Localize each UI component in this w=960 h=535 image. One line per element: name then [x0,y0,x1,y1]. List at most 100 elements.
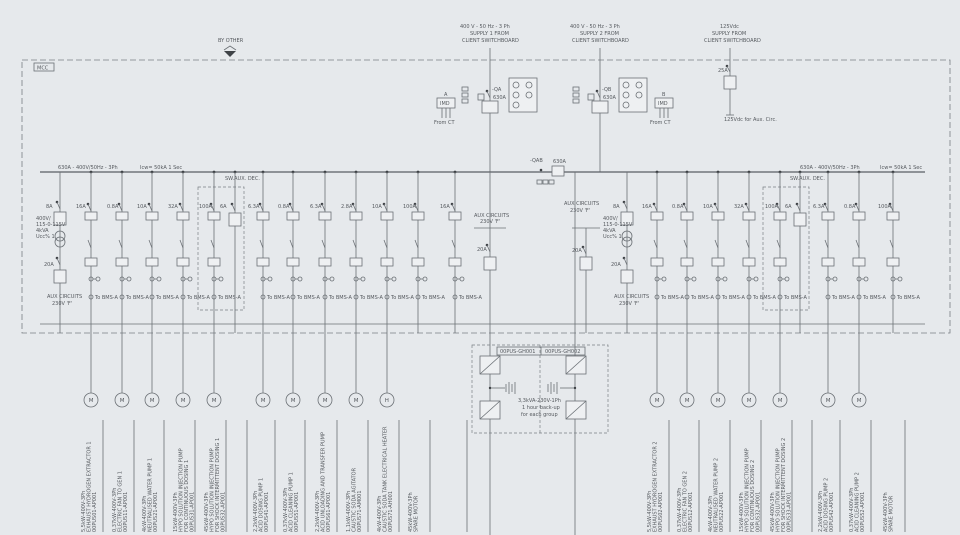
motor-icon [83,392,99,408]
feeder-breaker[interactable] [745,203,750,212]
contactor[interactable] [855,239,860,249]
transformer-secondary-breaker[interactable] [623,257,628,266]
breaker-box[interactable] [115,211,129,221]
feeder-breaker[interactable] [148,203,153,212]
contactor[interactable] [352,239,357,249]
feeder-breaker[interactable] [683,203,688,212]
breaker-box[interactable] [821,211,835,221]
contactor[interactable] [289,239,294,249]
breaker-box[interactable] [886,211,900,221]
overload-relay-box [680,257,694,267]
ups-group-note: for each group [521,412,558,418]
incomer-1-breaker[interactable]: -QA 630A [477,87,507,114]
breaker-box[interactable] [711,211,725,221]
contactor[interactable] [148,239,153,249]
transformer-breaker[interactable] [56,201,61,210]
contactor[interactable] [824,239,829,249]
ammeter-icon [897,276,903,282]
contactor[interactable] [653,239,658,249]
breaker-box[interactable] [742,211,756,221]
breaker-box[interactable] [773,211,787,221]
feeder-breaker[interactable] [259,203,264,212]
contactor[interactable] [889,239,894,249]
breaker-box[interactable] [318,211,332,221]
feeder-breaker[interactable] [383,203,388,212]
breaker-box[interactable] [349,211,363,221]
feeder-breaker[interactable] [796,203,801,212]
contactor[interactable] [414,239,419,249]
motor-icon [317,392,333,408]
contactor[interactable] [259,239,264,249]
feeder-label: ACID CLEANING PUMP 2 [855,472,861,532]
breaker-box[interactable] [84,211,98,221]
breaker-box[interactable] [650,211,664,221]
transformer-spec: 400V/ [36,216,51,222]
breaker-box[interactable] [286,211,300,221]
bms-signal-icon [88,294,94,300]
contactor[interactable] [745,239,750,249]
motor-symbol: M [89,398,94,404]
contactor[interactable] [383,239,388,249]
incomer-2-breaker[interactable]: -QB 630A [587,87,617,114]
bms-tag: To BMS-A [783,295,807,301]
breaker-box[interactable] [852,211,866,221]
bms-signal-icon [825,294,831,300]
feeder-breaker[interactable] [776,203,781,212]
feeder-rating: 0.8A [278,204,290,210]
contactor[interactable] [683,239,688,249]
breaker-box[interactable] [256,211,270,221]
contactor[interactable] [714,239,719,249]
feeder-breaker[interactable] [321,203,326,212]
transformer-breaker-rating[interactable]: 8A [613,204,620,210]
feeder-breaker[interactable] [824,203,829,212]
dc-supply-breaker[interactable]: 25A 125Vdc for Aux. Circ. [718,64,777,123]
transformer-breaker[interactable] [623,201,628,210]
contactor[interactable] [776,239,781,249]
contactor[interactable] [451,239,456,249]
breaker-box[interactable] [380,211,394,221]
transformer-breaker-rating[interactable]: 8A [46,204,53,210]
breaker-box[interactable] [176,211,190,221]
breaker-box[interactable] [793,212,807,227]
transformer-secondary-breaker[interactable] [56,257,61,266]
motor-symbol: M [778,398,783,404]
breaker-box[interactable] [228,212,242,227]
feeder-breaker[interactable] [352,203,357,212]
contactor[interactable] [179,239,184,249]
contactor[interactable] [321,239,326,249]
bms-signal-icon [415,294,421,300]
breaker-box[interactable] [411,211,425,221]
feeder-breaker[interactable] [451,203,456,212]
feeder-breaker[interactable] [179,203,184,212]
feeder-label: 00PUS32-AP001 [756,492,762,532]
breaker-box[interactable] [680,211,694,221]
motor-icon [851,392,867,408]
bus-coupler-breaker[interactable]: -QAB 630A [530,158,567,185]
bms-signal-icon [856,294,862,300]
feeder-breaker[interactable] [210,203,215,212]
feeder-breaker[interactable] [414,203,419,212]
imd-a: A IMD From CT [434,92,455,126]
feeder-breaker[interactable] [653,203,658,212]
feeder-breaker[interactable] [87,203,92,212]
contactor[interactable] [210,239,215,249]
feeder-breaker[interactable] [714,203,719,212]
contactor[interactable] [118,239,123,249]
feeder-breaker[interactable] [118,203,123,212]
feeder-breaker[interactable] [855,203,860,212]
breaker-box[interactable] [145,211,159,221]
breaker-box[interactable] [207,211,221,221]
bms-tag: To BMS-A [390,295,414,301]
transformer-secondary-rating: 20A [44,262,54,268]
feeder-label: 00PUS71-AM001 [357,490,363,532]
feeder-breaker[interactable] [231,203,236,212]
feeder-breaker[interactable] [289,203,294,212]
ammeter-icon [391,276,397,282]
breaker-box[interactable] [448,211,462,221]
overload-relay-box [115,257,129,267]
contactor[interactable] [87,239,92,249]
feeder-breaker[interactable] [889,203,894,212]
